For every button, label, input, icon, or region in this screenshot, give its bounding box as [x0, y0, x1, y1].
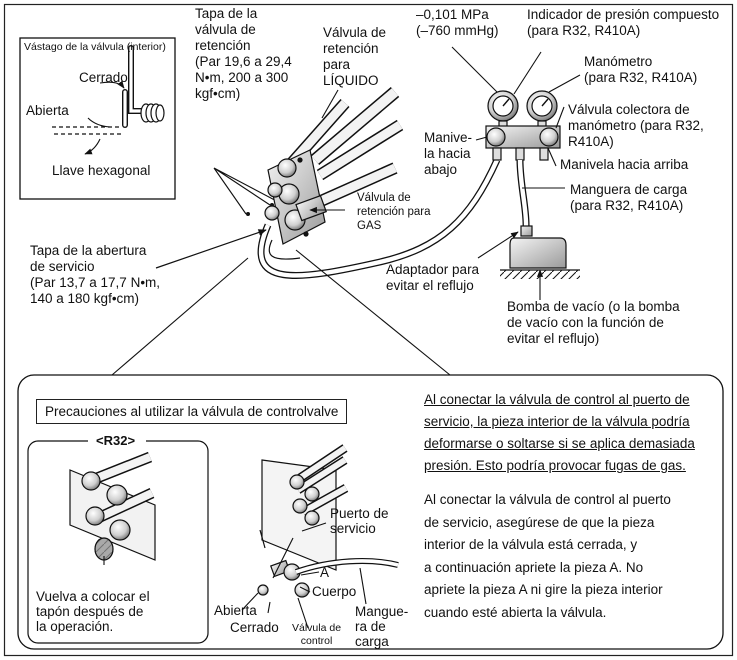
label-pressure-low: –0,101 MPa(–760 mmHg) — [416, 7, 499, 38]
label-valve-stem: Vástago de la válvula (interior) — [24, 41, 166, 53]
outer-frame — [3, 3, 734, 657]
r32-label: <R32> — [96, 433, 136, 448]
label-charge-hose: Manguera de carga(para R32, R410A) — [570, 182, 688, 213]
label-closed: Cerrado — [79, 70, 128, 85]
label-open: Abierta — [26, 103, 69, 118]
outdoor-unit-valves — [264, 87, 404, 245]
manifold-gauge-set — [485, 90, 561, 161]
label-hex-key: Llave hexagonal — [52, 163, 151, 178]
instruction-text: Al conectar la válvula de control al pue… — [424, 492, 671, 620]
label-lower-closed: Cerrado — [230, 620, 279, 635]
label-lower-charge-hose: Mangue-ra de carga — [355, 604, 409, 649]
label-manometer: Manómetro(para R32, R410A) — [584, 54, 698, 85]
r32-valve-drawing — [69, 451, 156, 561]
inset-valve-stem — [19, 37, 176, 200]
label-a: A — [320, 565, 330, 580]
label-lower-open: Abierta — [214, 603, 257, 618]
warning-text: Al conectar la válvula de control al pue… — [424, 392, 695, 473]
precaution-title: Precauciones al utilizar la válvula de c… — [36, 399, 348, 424]
label-handle-high: Manivela hacia arriba — [560, 157, 689, 172]
label-body: Cuerpo — [312, 584, 357, 599]
label-compound-gauge: Indicador de presión compuesto(para R32,… — [527, 7, 720, 38]
control-valve-drawing — [257, 444, 349, 598]
label-handle-low: Manive-la hacia abajo — [424, 130, 473, 177]
